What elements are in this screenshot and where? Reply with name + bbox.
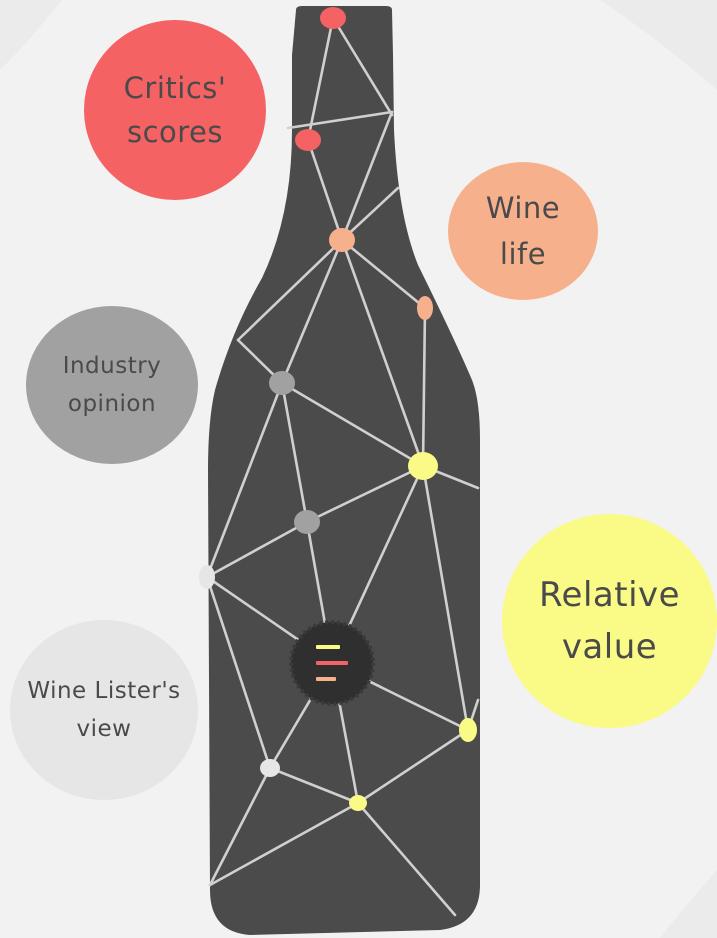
bubble-relative-value-label: Relative value: [538, 575, 681, 667]
node-dot-value: [349, 795, 367, 811]
node-dot-lister: [260, 759, 280, 777]
bubble-industry-opinion-label: Industry opinion: [62, 353, 162, 417]
bubble-wine-life-label: Wine life: [485, 191, 561, 271]
bubble-relative-value: Relative value: [502, 514, 717, 728]
node-dot-value: [408, 452, 438, 480]
bubble-critics-scores-label: Critics' scores: [123, 71, 227, 149]
logo-bar-yellow: [316, 645, 340, 649]
node-dot-industry: [269, 371, 295, 395]
bubble-critics-scores: Critics' scores: [84, 20, 266, 200]
logo-bar-peach: [316, 677, 336, 681]
node-dot-critics: [320, 7, 346, 29]
node-dot-industry: [294, 510, 320, 534]
background-shape-bottom-right: [660, 870, 717, 938]
background-shape-top-left: [0, 0, 62, 70]
bubble-wine-listers-view: Wine Lister's view: [10, 620, 198, 800]
node-dot-value: [459, 718, 477, 742]
logo-badge: [289, 620, 375, 706]
network-nodes: [199, 7, 477, 811]
node-dot-critics: [295, 129, 321, 151]
node-dot-wine-life: [329, 228, 355, 252]
bubble-wine-listers-view-label: Wine Lister's view: [27, 678, 181, 742]
bubble-industry-opinion: Industry opinion: [26, 306, 198, 464]
node-dot-lister: [199, 565, 215, 589]
bubble-wine-life: Wine life: [448, 162, 598, 300]
node-dot-wine-life: [417, 296, 433, 320]
background-shape-top-right: [600, 0, 717, 90]
logo-bar-red: [316, 661, 348, 665]
